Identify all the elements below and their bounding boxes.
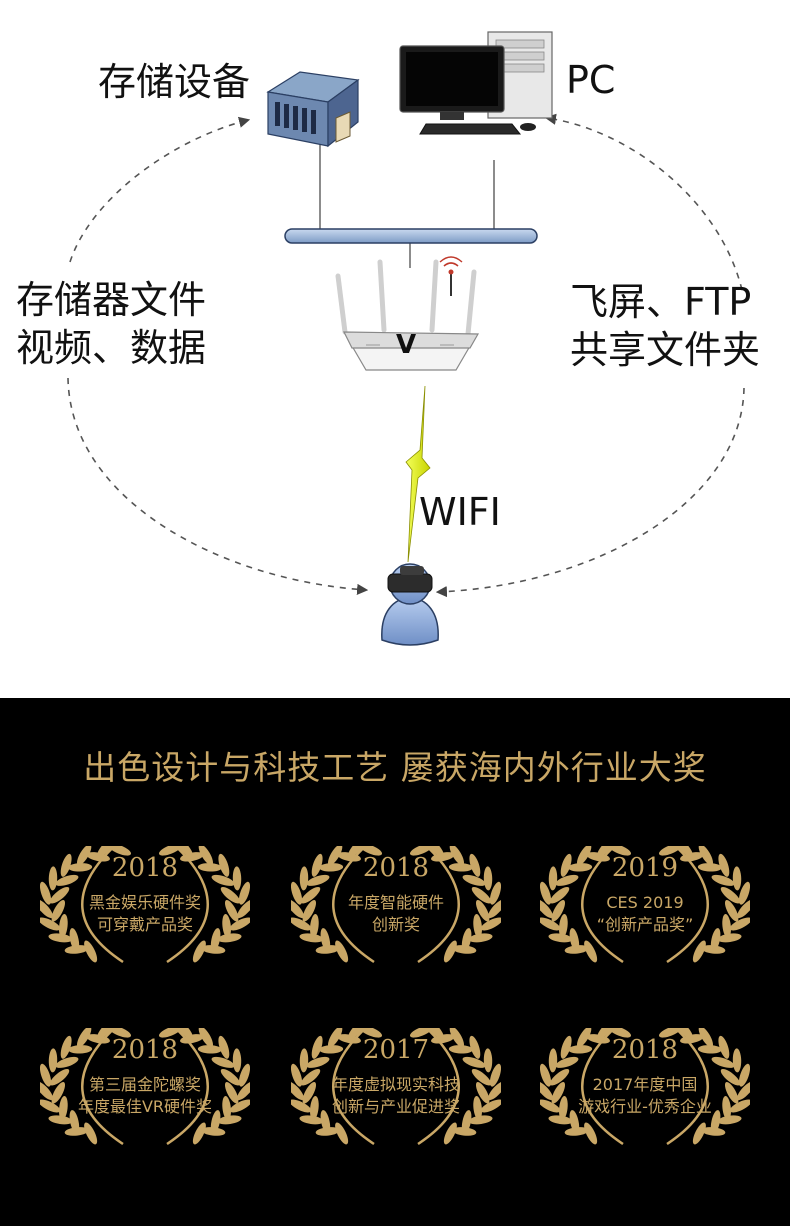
network-diagram: V 存储设备 PC 存储器文件 视频、数据 飞屏、FTP 共享文件夹 WIFI	[16, 31, 761, 646]
award-name-line-1: CES 2019	[606, 893, 684, 912]
laurel-wreath-icon	[291, 846, 501, 964]
award-year: 2018	[111, 1035, 179, 1065]
laurel-wreath-icon	[540, 846, 750, 964]
laurel-wreath-icon	[540, 1028, 750, 1146]
award-year: 2018	[611, 1035, 679, 1065]
network-bus	[284, 228, 538, 244]
wifi-label: WIFI	[419, 490, 501, 534]
storage-device-label: 存储设备	[98, 60, 251, 104]
award-name-line-2: 创新奖	[371, 915, 420, 934]
wifi-signal-icon	[439, 256, 463, 296]
award-name-line-1: 黑金娱乐硬件奖	[88, 893, 201, 912]
award-item: 2018 第三届金陀螺奖 年度最佳VR硬件奖	[40, 1028, 250, 1158]
left-caption-line-1: 存储器文件	[16, 278, 207, 322]
laurel-wreath-icon	[291, 1028, 501, 1146]
laurel-wreath-icon	[40, 846, 250, 964]
award-item: 2018 年度智能硬件 创新奖	[291, 846, 501, 976]
awards-heading: 出色设计与科技工艺 屡获海内外行业大奖	[83, 748, 707, 787]
pc-label: PC	[566, 58, 616, 102]
award-item: 2018 黑金娱乐硬件奖 可穿戴产品奖	[40, 846, 250, 976]
wifi-bolt-icon	[405, 385, 431, 563]
award-item: 2017 年度虚拟现实科技 创新与产业促进奖	[291, 1028, 501, 1158]
left-caption-line-2: 视频、数据	[16, 326, 207, 370]
award-year: 2018	[111, 853, 179, 883]
award-year: 2018	[362, 853, 430, 883]
award-name-line-2: 年度最佳VR硬件奖	[77, 1097, 213, 1116]
right-upper-arc	[544, 113, 743, 291]
award-item: 2019 CES 2019 “创新产品奖”	[540, 846, 750, 976]
award-name-line-1: 年度智能硬件	[347, 893, 444, 912]
awards-panel: 出色设计与科技工艺 屡获海内外行业大奖 2018 黑金娱乐硬件奖 可穿戴产品奖 …	[0, 698, 790, 1226]
award-name-line-2: 游戏行业-优秀企业	[578, 1097, 712, 1116]
storage-device-icon	[266, 71, 360, 148]
award-name-line-2: “创新产品奖”	[596, 915, 694, 934]
right-lower-arc	[435, 387, 745, 598]
diagram-graphics	[67, 31, 745, 646]
right-caption: 飞屏、FTP 共享文件夹	[570, 278, 760, 374]
award-name-line-1: 第三届金陀螺奖	[88, 1075, 201, 1094]
laurel-wreath-icon	[40, 1028, 250, 1146]
award-name-line-1: 年度虚拟现实科技	[331, 1075, 460, 1094]
left-caption: 存储器文件 视频、数据	[16, 276, 206, 372]
award-item: 2018 2017年度中国 游戏行业-优秀企业	[540, 1028, 750, 1158]
right-caption-line-1: 飞屏、FTP	[570, 280, 752, 324]
right-caption-line-2: 共享文件夹	[570, 328, 761, 372]
router-logo: V	[396, 330, 417, 360]
award-name-line-2: 创新与产业促进奖	[331, 1097, 460, 1116]
router-icon	[335, 259, 480, 371]
vr-user-icon	[381, 563, 439, 646]
award-name-line-2: 可穿戴产品奖	[96, 915, 193, 934]
left-lower-arc	[67, 377, 369, 595]
award-year: 2017	[362, 1035, 430, 1065]
left-upper-arc	[69, 116, 251, 263]
award-name-line-1: 2017年度中国	[592, 1075, 698, 1094]
award-year: 2019	[611, 853, 679, 883]
pc-icon	[399, 31, 553, 135]
